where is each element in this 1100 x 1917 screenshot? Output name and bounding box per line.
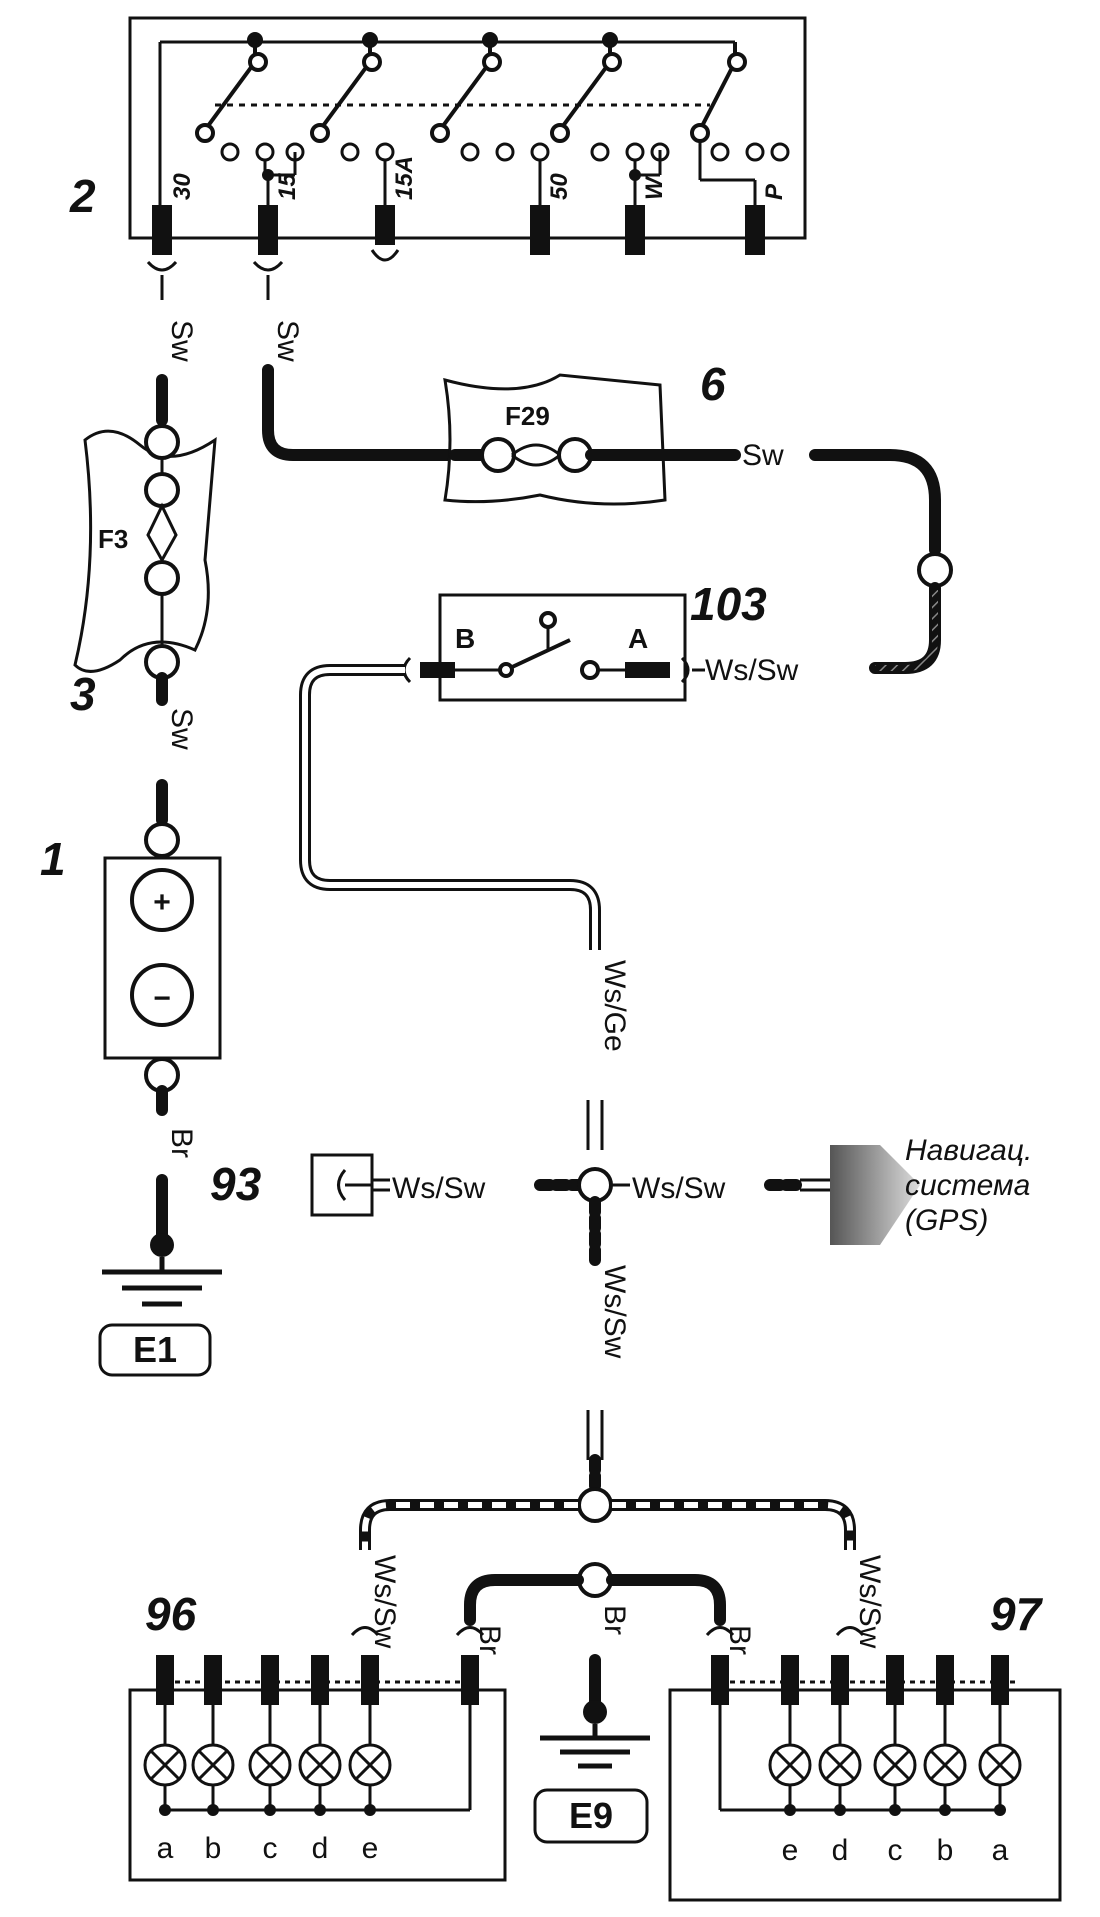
fuse-f29-label: F29 <box>505 401 550 431</box>
block97-letter-d: d <box>832 1834 849 1867</box>
pin-30-label: 30 <box>169 173 196 200</box>
wire-label-ws-sw-gps: Ws/Sw <box>632 1172 726 1205</box>
lamp-block-97 <box>668 1680 1062 1902</box>
switch-pin-a: A <box>628 623 648 654</box>
block96-lamp-d <box>298 1743 342 1787</box>
pin-15a-label: 15A <box>391 156 418 200</box>
wire-label-br-mid: Br <box>598 1605 631 1635</box>
door-switch <box>402 593 690 702</box>
wire-label-ws-sw-down: Ws/Sw <box>598 1265 631 1359</box>
block97-lamp-a <box>978 1743 1022 1787</box>
wire-label-sw-f3: Sw <box>165 708 198 750</box>
block96-lamp-e <box>348 1743 392 1787</box>
gps-label-line3: (GPS) <box>905 1204 988 1237</box>
block97-lamp-d <box>818 1743 862 1787</box>
pin-50-label: 50 <box>546 173 573 200</box>
ignition-switch: 30 15 15A 50 W P <box>128 16 807 262</box>
ground-e9 <box>533 1654 650 1844</box>
fuse-box-f29 <box>443 373 741 506</box>
gps-label-line2: система <box>905 1169 1030 1202</box>
block96-lamp-a <box>143 1743 187 1787</box>
ground-e1-label: E1 <box>133 1329 177 1370</box>
block96-letter-b: b <box>205 1832 222 1865</box>
ground-e9-label: E9 <box>569 1795 613 1836</box>
battery-minus: − <box>153 982 171 1015</box>
battery-number: 1 <box>40 833 66 885</box>
battery <box>103 779 222 1116</box>
ground-e1 <box>98 1174 222 1377</box>
wire-label-ws-sw-left: Ws/Sw <box>368 1555 401 1649</box>
wire-label-ws-sw-103a: Ws/Sw <box>705 654 799 687</box>
block96-letter-c: c <box>263 1832 278 1865</box>
wire-label-sw-f29: Sw <box>742 439 784 472</box>
lamp-block-97-number: 97 <box>990 1588 1044 1640</box>
connector-93 <box>310 1153 374 1217</box>
wire-label-ws-sw-right: Ws/Sw <box>853 1555 886 1649</box>
fuse-box-f3-number: 3 <box>70 668 96 720</box>
wire-label-ws-ge: Ws/Ge <box>598 960 631 1052</box>
block97-letter-c: c <box>888 1834 903 1867</box>
wire-label-ws-sw-93: Ws/Sw <box>392 1172 486 1205</box>
fuse-box-f3 <box>73 374 217 706</box>
block97-lamp-b <box>923 1743 967 1787</box>
wire-label-br-battery: Br <box>165 1128 198 1158</box>
pin-p-label: P <box>761 183 788 200</box>
gps-arrow <box>830 1145 920 1245</box>
ignition-switch-number: 2 <box>69 170 96 222</box>
block97-letter-e: e <box>782 1834 799 1867</box>
wire-label-sw-30: Sw <box>165 320 198 362</box>
block97-lamp-c <box>873 1743 917 1787</box>
lamp-block-96-number: 96 <box>145 1588 197 1640</box>
wire-15-to-f29 <box>262 364 486 461</box>
block96-letter-e: e <box>362 1832 379 1865</box>
block96-lamp-c <box>248 1743 292 1787</box>
connector-93-number: 93 <box>210 1158 262 1210</box>
block97-lamp-e <box>768 1743 812 1787</box>
pin-w-label: W <box>641 175 668 200</box>
split-node <box>577 1487 613 1523</box>
block97-letter-a: a <box>992 1834 1009 1867</box>
wire-label-sw-15: Sw <box>271 320 304 362</box>
switch-pin-b: B <box>455 623 475 654</box>
block97-letter-b: b <box>937 1834 954 1867</box>
block96-letter-a: a <box>157 1832 174 1865</box>
fuse-box-f29-number: 6 <box>700 358 726 410</box>
door-switch-number: 103 <box>690 578 767 630</box>
block96-lamp-b <box>191 1743 235 1787</box>
gps-label-line1: Навигац. <box>905 1134 1032 1167</box>
battery-plus: + <box>153 886 171 919</box>
block96-letter-d: d <box>312 1832 329 1865</box>
fuse-f3-label: F3 <box>98 524 128 554</box>
pin-15-label: 15 <box>274 173 301 200</box>
